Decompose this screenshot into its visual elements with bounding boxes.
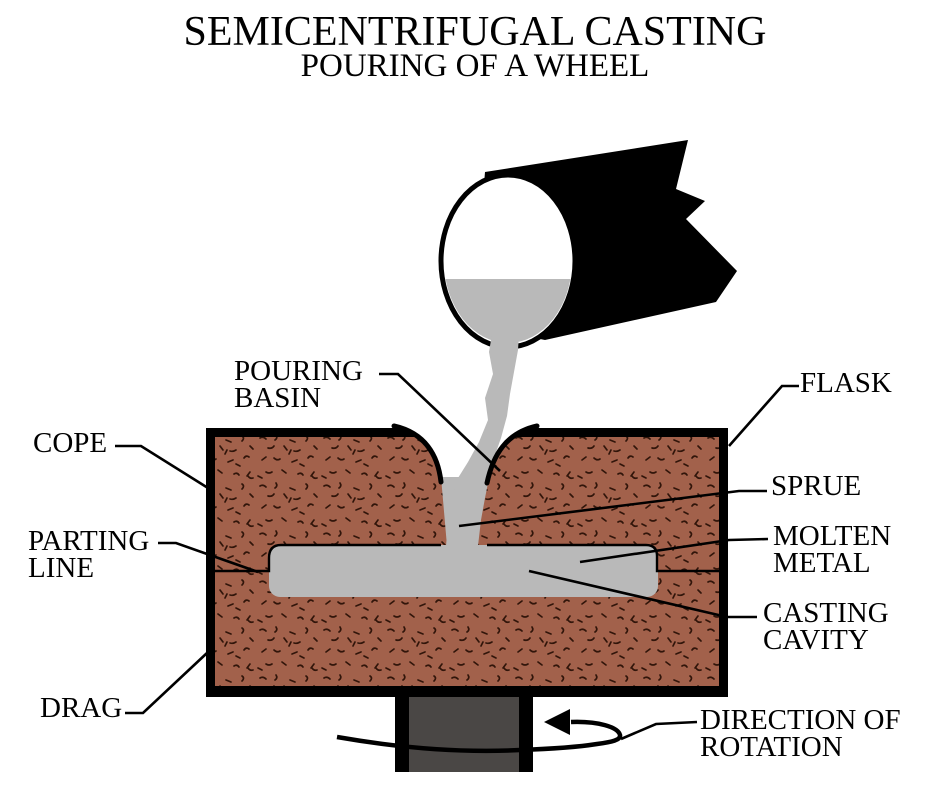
label-parting-line: PARTING LINE <box>28 525 150 584</box>
label-parting-line-line2: LINE <box>28 552 95 584</box>
basin-right-wall-edge <box>484 423 540 486</box>
spindle-shaft-right-edge <box>519 697 533 772</box>
diagram-title: SEMICENTRIFUGAL CASTING <box>183 9 767 55</box>
label-direction-of-rotation-line2: ROTATION <box>700 731 843 763</box>
label-direction-of-rotation-line1: DIRECTION OF <box>700 704 901 736</box>
spindle-shaft-left-edge <box>395 697 409 772</box>
rotation-arrowhead <box>544 709 570 735</box>
parting-line-shape <box>215 543 719 573</box>
label-flask-line1: FLASK <box>800 367 892 399</box>
basin-wall-edges <box>391 423 540 486</box>
label-parting-line-line1: PARTING <box>28 525 150 557</box>
label-cope-line1: COPE <box>33 427 108 459</box>
molten-metal-pointer <box>579 537 769 564</box>
label-casting-cavity-line2: CAVITY <box>763 624 869 656</box>
rotation-arrow <box>336 709 623 754</box>
label-flask: FLASK <box>800 367 892 399</box>
casting-cavity-shape <box>269 545 658 597</box>
flask-pointer <box>728 384 799 447</box>
pouring-basin-pointer <box>379 372 501 472</box>
parting-line-pointer <box>158 541 259 574</box>
label-pouring-basin-line1: POURING <box>234 355 363 387</box>
label-cope: COPE <box>33 427 108 459</box>
direction-of-rotation-pointer <box>620 720 698 741</box>
pointer-lines <box>115 372 799 741</box>
spindle-shaft-body <box>395 697 533 772</box>
pouring-basin-cut <box>390 423 541 481</box>
label-drag-line1: DRAG <box>40 692 123 724</box>
label-molten-metal-line1: MOLTEN <box>773 520 892 552</box>
label-direction-of-rotation: DIRECTION OF ROTATION <box>700 704 901 763</box>
label-sprue-line1: SPRUE <box>771 470 862 502</box>
label-sprue: SPRUE <box>771 470 862 502</box>
label-casting-cavity: CASTING CAVITY <box>763 597 889 656</box>
basin-left-wall-edge <box>391 423 444 485</box>
label-molten-metal: MOLTEN METAL <box>773 520 892 579</box>
casting-cavity-pointer <box>528 569 757 619</box>
molten-metal-stream <box>446 334 519 546</box>
label-casting-cavity-line1: CASTING <box>763 597 889 629</box>
spindle-shaft <box>395 697 533 772</box>
rotation-arrow-curve <box>336 719 623 754</box>
label-molten-metal-line2: METAL <box>773 547 871 579</box>
sprue-pointer <box>458 489 767 528</box>
label-pouring-basin-line2: BASIN <box>234 382 322 414</box>
label-drag: DRAG <box>40 692 123 724</box>
cope-pointer <box>115 444 209 490</box>
drag-pointer <box>125 652 208 715</box>
label-pouring-basin: POURING BASIN <box>234 355 363 414</box>
diagram-subtitle: POURING OF A WHEEL <box>300 48 650 84</box>
